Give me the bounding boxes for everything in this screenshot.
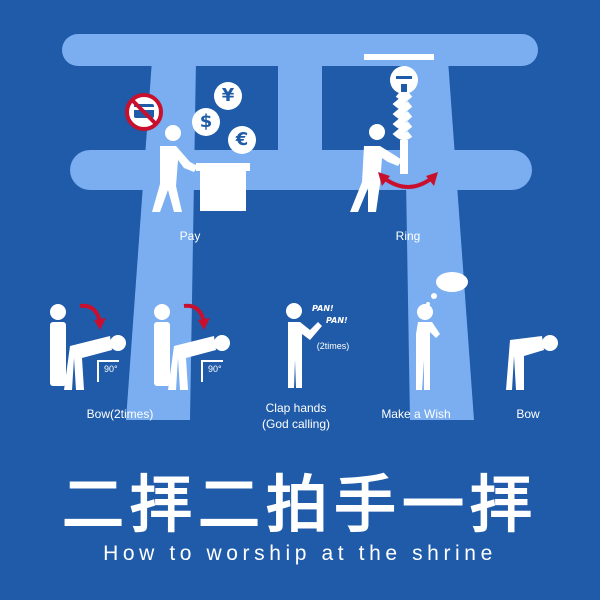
clap-person-figure	[286, 303, 322, 388]
step-label-ring: Ring	[395, 229, 421, 243]
no-card-icon	[125, 93, 163, 131]
title-english: How to worship at the shrine	[103, 542, 497, 565]
bow-figure-2	[154, 304, 230, 390]
step-label-pay: Pay	[179, 229, 201, 243]
euro-icon: €	[228, 126, 256, 154]
step-label-wish: Make a Wish	[381, 407, 451, 421]
bell-rope	[364, 54, 434, 174]
step-label-clap: Clap hands	[265, 401, 327, 415]
dollar-icon: $	[192, 108, 220, 136]
step-label-bow: Bow	[516, 407, 540, 421]
clap-times-label: (2times)	[316, 341, 350, 351]
step-label-bow-twice: Bow(2times)	[86, 407, 154, 421]
angle-label-2: 90°	[208, 364, 222, 374]
swing-arrow	[378, 172, 438, 189]
bow-arrowhead-1	[94, 318, 106, 330]
clap-sound-2: PAN!	[326, 316, 348, 325]
clap-sound-1: PAN!	[312, 304, 334, 313]
wish-person-figure	[416, 304, 440, 390]
final-bow-figure	[506, 335, 558, 390]
pay-person-figure	[152, 125, 198, 212]
bow-figure-1	[50, 304, 126, 390]
title-japanese: 二拝二拍手一拝	[61, 468, 538, 541]
bow-arrowhead-2	[198, 318, 210, 330]
step-label-clap-sub: (God calling)	[261, 417, 331, 431]
angle-label-1: 90°	[104, 364, 118, 374]
offering-box	[196, 163, 250, 211]
ring-person-figure	[350, 124, 402, 212]
yen-icon: ¥	[214, 82, 242, 110]
